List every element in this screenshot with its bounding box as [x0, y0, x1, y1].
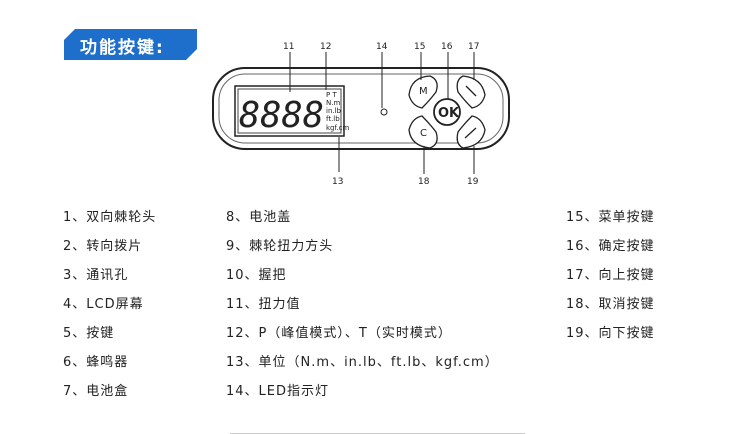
- callout-14: 14: [376, 42, 388, 52]
- callout-16: 16: [441, 42, 453, 52]
- menu-button: [408, 75, 438, 109]
- section-title-banner: 功能按键:: [64, 29, 197, 60]
- legend-item: 12、P（峰值模式）、T（实时模式）: [226, 326, 452, 341]
- up-arrow-icon: [465, 85, 477, 97]
- led-indicator: [380, 108, 388, 116]
- legend-item: 7、电池盒: [63, 384, 129, 399]
- menu-button-label: M: [419, 86, 428, 97]
- legend-item: 13、单位（N.m、in.lb、ft.lb、kgf.cm）: [226, 355, 499, 370]
- section-title: 功能按键:: [80, 38, 165, 58]
- title-corner-cut: [64, 29, 75, 40]
- legend-item: 9、棘轮扭力方头: [226, 239, 334, 254]
- cancel-button-label: C: [420, 128, 427, 139]
- callout-13: 13: [332, 177, 343, 187]
- cancel-button: [408, 115, 438, 149]
- legend-item: 2、转向拨片: [63, 239, 143, 254]
- legend-item: 5、按键: [63, 326, 115, 341]
- callout-lines: [289, 52, 475, 174]
- down-arrow-icon: [464, 127, 477, 139]
- callout-15: 15: [414, 42, 425, 52]
- legend-item: 16、确定按键: [566, 239, 655, 254]
- legend-item: 19、向下按键: [566, 326, 655, 341]
- lcd-label-inlb: in.lb: [326, 107, 342, 115]
- callout-19: 19: [467, 177, 479, 187]
- ok-button: [433, 98, 461, 126]
- callout-17: 17: [468, 42, 479, 52]
- lcd-digits: 8888: [239, 95, 324, 136]
- legend-item: 14、LED指示灯: [226, 384, 330, 399]
- device-body-inner: [218, 73, 504, 144]
- callout-12: 12: [320, 42, 331, 52]
- legend-item: 3、通讯孔: [63, 268, 129, 283]
- callout-18: 18: [418, 177, 430, 187]
- lcd-label-nm: N.m: [326, 99, 340, 107]
- ok-button-label: OK: [438, 106, 460, 121]
- legend-item: 4、LCD屏幕: [63, 297, 144, 312]
- lcd-label-ftlb: ft.lb: [326, 115, 340, 123]
- legend-item: 8、电池盖: [226, 210, 292, 225]
- legend-item: 11、扭力值: [226, 297, 301, 312]
- title-background: [64, 29, 197, 60]
- legend-item: 10、握把: [226, 268, 287, 283]
- callout-11: 11: [283, 42, 294, 52]
- legend-item: 18、取消按键: [566, 297, 655, 312]
- legend-item: 1、双向棘轮头: [63, 210, 157, 225]
- legend-item: 15、菜单按键: [566, 210, 655, 225]
- legend-item: 17、向上按键: [566, 268, 655, 283]
- lcd-label-pt: P T: [326, 91, 337, 99]
- title-corner-cut: [186, 49, 197, 60]
- lcd-label-kgfcm: kgf.cm: [326, 124, 350, 132]
- legend-item: 6、蜂鸣器: [63, 355, 129, 370]
